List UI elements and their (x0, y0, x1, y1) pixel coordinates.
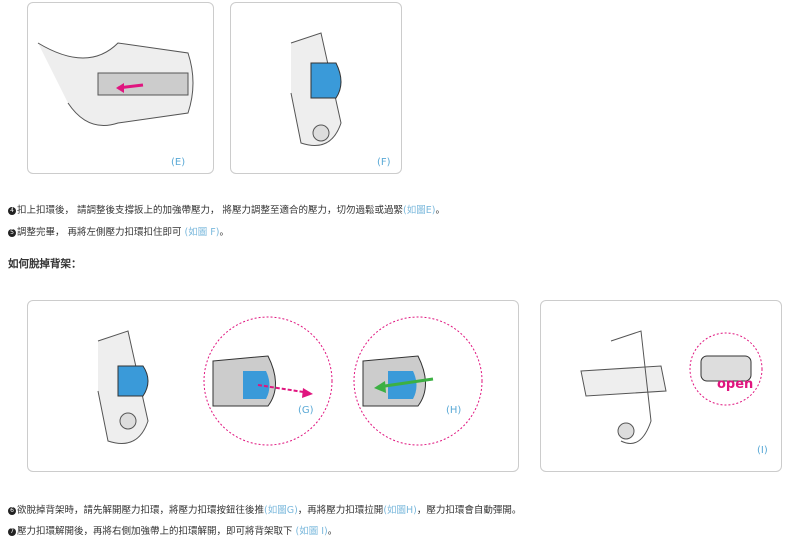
step-end: 。 (435, 205, 445, 216)
section-heading: 如何脫掉背架： (8, 258, 82, 270)
figure-ref: (如圖 I) (295, 526, 328, 537)
step-number: 4 (8, 207, 16, 215)
figure-label-h: (H) (446, 405, 462, 416)
step-text: 扣上扣環後， 請調整後支撐扳上的加強帶壓力， 將壓力調整至適合的壓力，切勿過鬆或… (17, 205, 404, 216)
step-text: 壓力扣環解開後，再將右側加強帶上的扣環解開，即可將背架取下 (17, 526, 296, 537)
buckle-illustration (290, 32, 342, 146)
figure-ref: (如圖E) (403, 205, 436, 216)
step-end: 。 (327, 526, 338, 537)
step-number: 7 (8, 528, 16, 536)
step-number: 5 (8, 229, 16, 237)
figure-ref: (如圖 F) (184, 227, 220, 238)
figure-f: (F) (230, 2, 402, 174)
figure-i: open (I) (540, 300, 782, 472)
figure-e: (E) (27, 2, 214, 174)
step-text-mid: ，再將壓力扣環拉開 (297, 505, 384, 516)
figure-label-e: (E) (171, 157, 186, 168)
step-text: 調整完畢， 再將左側壓力扣環扣住即可 (17, 227, 185, 238)
figure-g-h: (G) (H) (27, 300, 519, 472)
figure-ref: (如圖G) (264, 505, 298, 516)
open-label: open (717, 377, 754, 392)
brace-strap-illustration (37, 42, 194, 126)
step-end: 。 (219, 227, 229, 238)
figure-ref: (如圖H) (383, 505, 417, 516)
step-text: 欲脫掉背架時，請先解開壓力扣環，將壓力扣環按鈕往後推 (17, 505, 265, 516)
buckle-release-illustration (97, 316, 483, 446)
figure-label-f: (F) (377, 157, 391, 168)
figure-label-g: (G) (298, 405, 314, 416)
step-number: 6 (8, 507, 16, 515)
figure-label-i: (I) (757, 445, 768, 456)
step-end: ，壓力扣環會自動彈開。 (416, 505, 522, 516)
strap-release-illustration (580, 330, 763, 444)
